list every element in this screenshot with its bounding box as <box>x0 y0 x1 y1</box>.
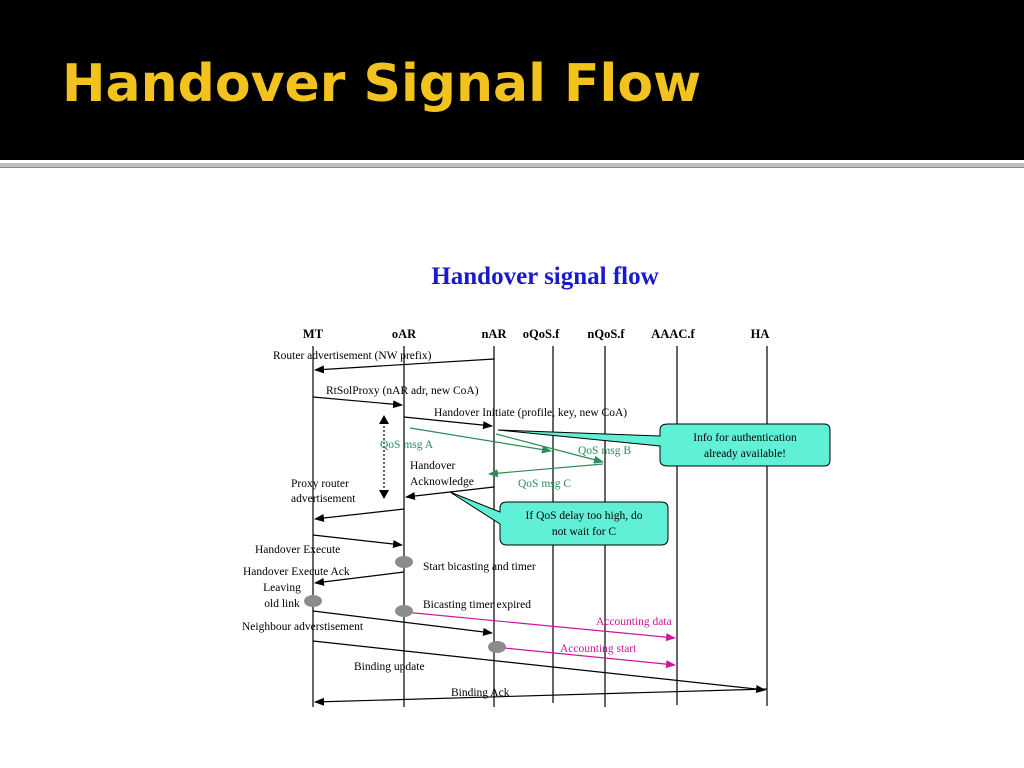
arrow-accounting-start <box>493 646 676 669</box>
diagram-title: Handover signal flow <box>431 263 658 290</box>
header-divider <box>0 163 1024 168</box>
arrow-accounting-data <box>403 611 676 642</box>
entity-label-oar: oAR <box>392 327 417 341</box>
entity-label-aaac: AAAC.f <box>651 327 695 341</box>
label-start-bicasting: Start bicasting and timer <box>423 561 536 573</box>
arrow-rtsolproxy <box>312 396 403 409</box>
entity-label-oqos: oQoS.f <box>523 327 560 341</box>
label-leaving-line-2: old link <box>264 598 300 610</box>
label-qos-msg-c: QoS msg C <box>518 478 571 490</box>
slide-title: Handover Signal Flow <box>62 54 702 114</box>
arrow-handover-execute-ack <box>314 571 405 586</box>
callout-auth-info: Info for authentication already availabl… <box>497 423 831 467</box>
slide-header <box>0 0 1024 160</box>
arrow-neighbour-adv <box>312 610 493 636</box>
label-bicasting-expired: Bicasting timer expired <box>423 599 531 611</box>
event-accounting-start <box>488 641 506 653</box>
arrow-router-adv <box>314 358 495 374</box>
callout-auth-line-2: already available! <box>704 448 786 460</box>
label-router-adv: Router advertisement (NW prefix) <box>273 350 432 362</box>
arrow-qos-msg-c <box>488 463 604 478</box>
entity-label-mt: MT <box>303 327 324 341</box>
label-binding-update: Binding update <box>354 661 425 673</box>
arrow-handover-ack <box>405 486 495 500</box>
arrow-qos-msg-a <box>409 427 552 454</box>
label-qos-msg-a: QoS msg A <box>380 439 434 451</box>
entity-label-ha: HA <box>751 327 770 341</box>
arrow-proxy-router-adv <box>314 508 405 522</box>
arrow-binding-update <box>312 640 766 694</box>
entity-label-nar: nAR <box>481 327 507 341</box>
label-accounting-start: Accounting start <box>560 643 637 655</box>
arrow-binding-ack <box>314 688 768 706</box>
event-bicasting-expired <box>395 605 413 617</box>
label-handover-initiate: Handover Initiate (profile, key, new CoA… <box>434 407 627 419</box>
label-proxy-router-adv-line-1: Proxy router <box>291 478 349 490</box>
callout-qos-line-1: If QoS delay too high, do <box>526 510 643 522</box>
label-accounting-data: Accounting data <box>596 616 672 628</box>
arrow-qos-msg-b <box>495 433 604 464</box>
label-neighbour-adv: Neighbour adverstisement <box>242 621 364 633</box>
arrow-handover-initiate <box>403 416 493 430</box>
label-qos-msg-b: QoS msg B <box>578 445 631 457</box>
event-start-bicasting <box>395 556 413 568</box>
callout-auth-line-1: Info for authentication <box>693 432 797 444</box>
arrow-handover-execute <box>312 534 403 548</box>
callout-qos-delay: If QoS delay too high, do not wait for C <box>449 491 669 546</box>
label-handover-ack-line-1: Handover <box>410 460 456 472</box>
label-rtsolproxy: RtSolProxy (nAR adr, new CoA) <box>326 385 479 397</box>
label-handover-execute-ack: Handover Execute Ack <box>243 566 350 578</box>
label-handover-execute: Handover Execute <box>255 544 340 556</box>
label-leaving-line-1: Leaving <box>263 582 301 594</box>
label-handover-ack-line-2: Acknowledge <box>410 476 474 488</box>
callout-qos-line-2: not wait for C <box>552 526 617 538</box>
label-proxy-router-adv-line-2: advertisement <box>291 493 356 505</box>
event-leaving-old-link <box>304 595 322 607</box>
entity-label-nqos: nQoS.f <box>587 327 625 341</box>
timer-double-arrow <box>379 415 389 499</box>
label-binding-ack: Binding Ack <box>451 687 510 699</box>
